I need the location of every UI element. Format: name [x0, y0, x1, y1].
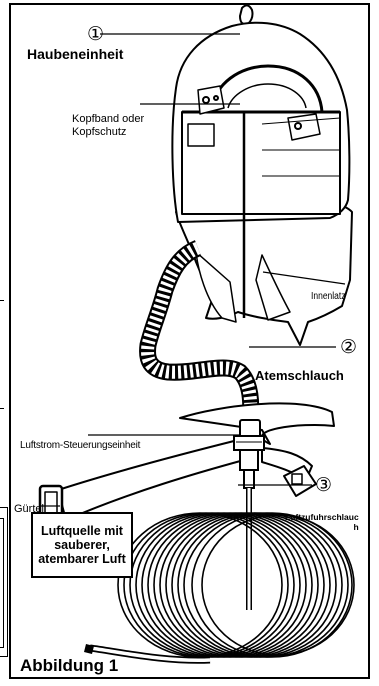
- figure-title: Abbildung 1: [20, 656, 118, 676]
- label-air-source: Luftquelle mit sauberer, atembarer Luft: [38, 524, 126, 566]
- air-source-box: Luftquelle mit sauberer, atembarer Luft: [31, 512, 133, 578]
- label-flow-control-unit: Luftstrom-Steuerungseinheit: [20, 440, 140, 451]
- callout-number-tube: ②: [340, 338, 357, 357]
- label-air-supply-hose: Luftzufuhrschlauc h: [285, 512, 359, 532]
- belt-drawing: [40, 403, 334, 520]
- air-supply-coil-drawing: [118, 513, 354, 657]
- label-hood-unit: Haubeneinheit: [27, 46, 123, 62]
- callout-number-hood: ①: [87, 25, 104, 44]
- callout-number-supply-hose: ③: [315, 476, 332, 495]
- label-headband: Kopfband oder Kopfschutz: [72, 113, 144, 139]
- label-breathing-tube: Atemschlauch: [255, 368, 344, 383]
- label-inner-bib: Innenlatz: [311, 291, 346, 302]
